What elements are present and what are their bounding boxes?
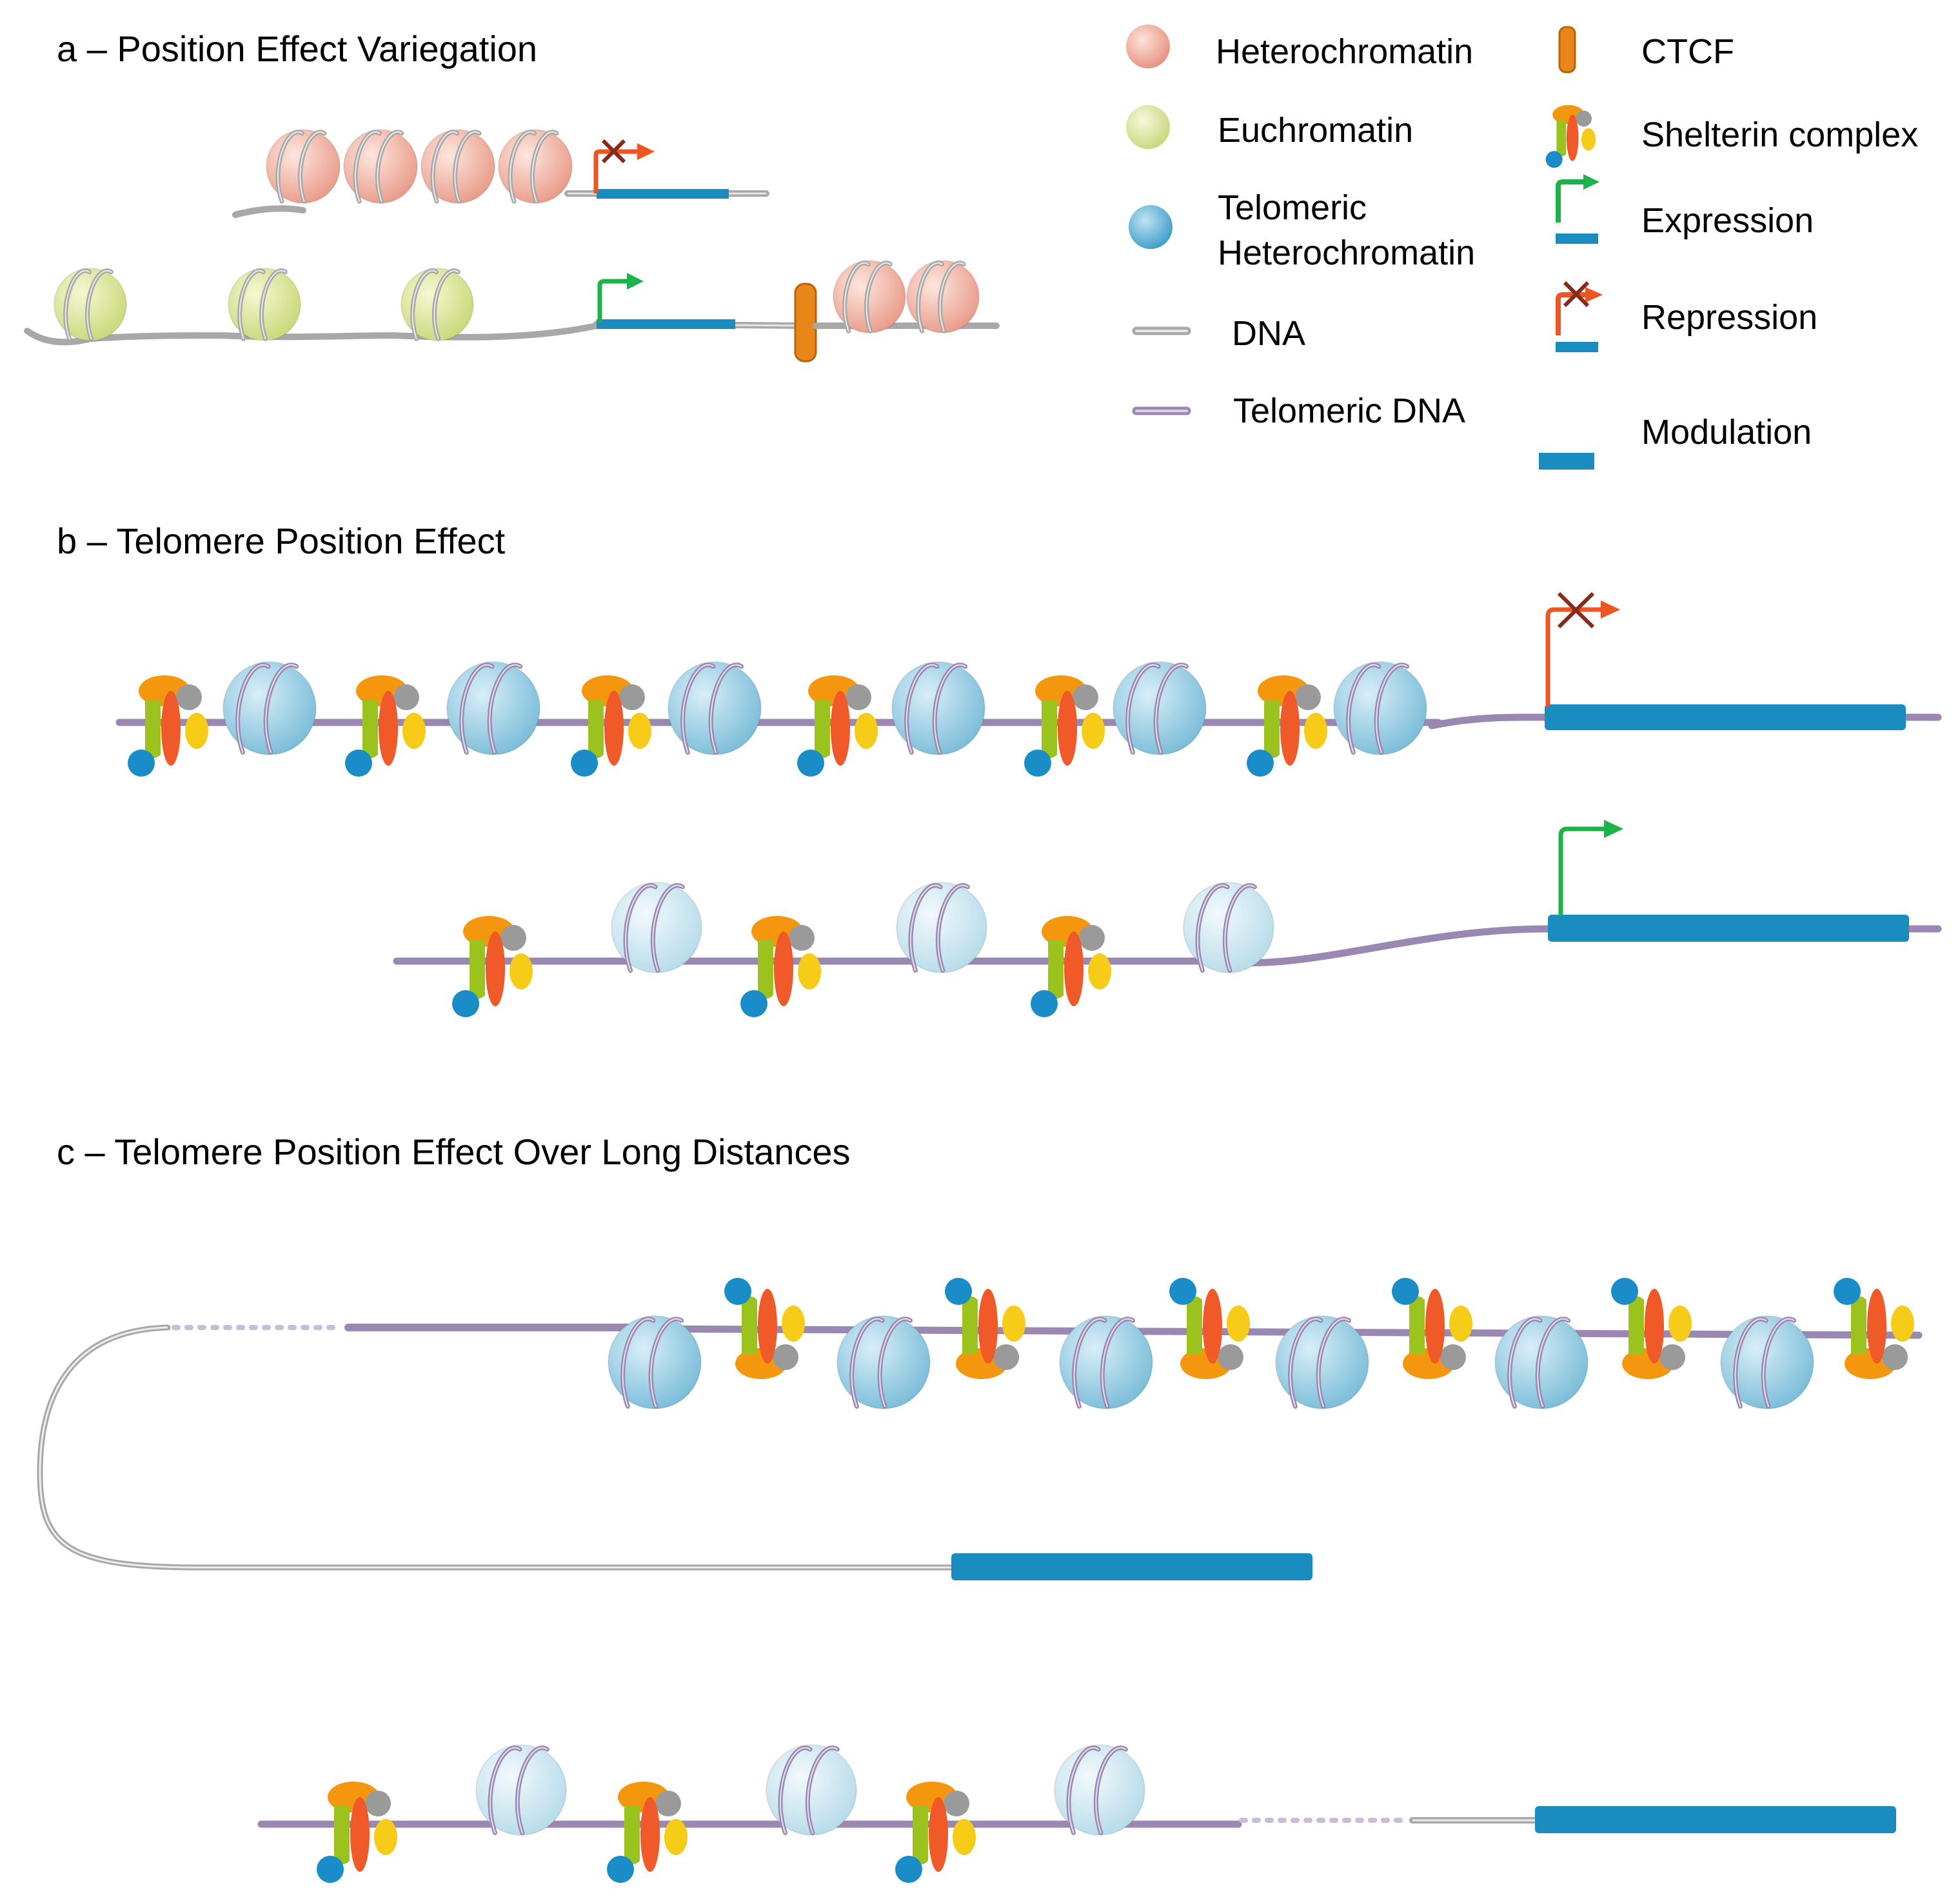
telomeric-nucleosome: [1720, 1315, 1814, 1409]
short-telomere-row: [393, 820, 1942, 1017]
shelterin-complex: [1611, 1278, 1692, 1379]
telomeric-nucleosome: [891, 661, 985, 755]
telomeric-nucleosome: [1054, 1744, 1145, 1836]
shelterin-complex: [895, 1782, 976, 1883]
telomeric-nucleosome: [766, 1744, 857, 1836]
expression-legend-swatch: [1556, 174, 1599, 244]
ctcf-legend-swatch: [1558, 26, 1576, 74]
heterochromatin-nucleosome: [343, 129, 418, 204]
shelterin-complex: [1031, 916, 1111, 1017]
shelterin-complex: [945, 1278, 1025, 1379]
shelterin-complex: [797, 675, 878, 777]
shelterin-complex: [1024, 675, 1105, 777]
euchromatin-nucleosome: [401, 268, 474, 341]
repression-legend-swatch: [1556, 281, 1603, 352]
telomeric-nucleosome: [668, 661, 762, 755]
legend: Heterochromatin Euchromatin Telomeric He…: [1126, 25, 1918, 470]
heterochromatin-nucleosome: [833, 260, 906, 333]
shelterin-complex: [724, 1278, 805, 1379]
repression-arrow-b: [1545, 592, 1620, 706]
silenced-gene: [597, 189, 729, 199]
telomeric-nucleosome: [1183, 882, 1274, 973]
legend-expression-label: Expression: [1641, 201, 1814, 240]
panel-b: [115, 592, 1942, 1017]
telomeric-nucleosome: [1275, 1315, 1369, 1409]
legend-shelterin-label: Shelterin complex: [1641, 115, 1918, 154]
telomeric-nucleosome: [896, 882, 987, 973]
distal-gene: [1535, 1806, 1896, 1833]
long-telomere-loop: [37, 1278, 1923, 1580]
heterochromatin-nucleosome: [498, 129, 573, 204]
legend-euchromatin-label: Euchromatin: [1218, 111, 1413, 150]
euchromatin-nucleosome: [228, 268, 301, 341]
telomeric-nucleosome: [1113, 661, 1207, 755]
expressed-gene: [597, 319, 735, 329]
legend-dna-label: DNA: [1232, 314, 1305, 353]
shelterin-complex: [607, 1782, 688, 1883]
panel-c: [37, 1278, 1923, 1883]
legend-ctcf-label: CTCF: [1641, 32, 1734, 71]
legend-telomeric-heterochromatin-label-1: Telomeric: [1218, 188, 1367, 227]
shelterin-complex: [1392, 1278, 1472, 1379]
panel-a-title: a – Position Effect Variegation: [57, 28, 537, 69]
legend-telomeric-dna-label: Telomeric DNA: [1233, 392, 1465, 430]
subtelomeric-gene-silenced: [1545, 704, 1906, 730]
shelterin-complex: [1834, 1278, 1914, 1379]
telomeric-nucleosome: [1333, 661, 1427, 755]
shelterin-icon: [1545, 104, 1596, 168]
shelterin-complex: [1247, 675, 1327, 777]
ctcf-insulator: [794, 283, 817, 363]
shelterin-complex: [317, 1782, 397, 1883]
heterochromatin-legend-swatch: [1126, 25, 1170, 68]
long-telomere-row: [115, 592, 1942, 777]
shelterin-complex: [1169, 1278, 1250, 1379]
panel-b-title: b – Telomere Position Effect: [57, 521, 506, 561]
expression-arrow-b: [1558, 820, 1623, 916]
shelterin-complex: [128, 675, 208, 777]
shelterin-complex-legend-swatch: [1545, 104, 1596, 168]
pev-row-silenced: [232, 129, 769, 218]
telomeric-nucleosome: [611, 882, 702, 973]
legend-telomeric-heterochromatin-label-2: Heterochromatin: [1218, 234, 1475, 272]
telomeric-nucleosome: [608, 1315, 702, 1409]
euchromatin-legend-swatch: [1126, 105, 1170, 149]
legend-modulation-label: Modulation: [1641, 413, 1812, 452]
heterochromatin-nucleosome: [421, 129, 495, 204]
shelterin-complex: [571, 675, 651, 777]
legend-repression-label: Repression: [1641, 298, 1817, 337]
panel-c-title: c – Telomere Position Effect Over Long D…: [57, 1131, 851, 1172]
shelterin-complex: [740, 916, 821, 1017]
heterochromatin-nucleosome: [906, 260, 980, 333]
telomeric-nucleosome: [1494, 1315, 1589, 1409]
shelterin-complex: [452, 916, 533, 1017]
short-telomere-row-c: [257, 1744, 1896, 1883]
legend-heterochromatin-label: Heterochromatin: [1216, 32, 1473, 71]
telomeric-nucleosome: [475, 1744, 567, 1836]
telomeric-nucleosome: [446, 661, 540, 755]
expression-arrow: [597, 273, 644, 323]
distal-gene-modulated: [951, 1553, 1312, 1580]
telomeric-heterochromatin-legend-swatch: [1129, 205, 1173, 249]
subtelomeric-gene-expressed: [1548, 915, 1909, 942]
telomeric-nucleosome: [1059, 1315, 1153, 1409]
pev-row-expressed: [24, 260, 1000, 363]
modulation-legend-swatch: [1539, 453, 1594, 470]
shelterin-complex: [345, 675, 426, 777]
panel-a: [24, 129, 1000, 363]
euchromatin-nucleosome: [54, 268, 127, 341]
repression-arrow: [593, 139, 655, 194]
telomeric-nucleosome: [223, 661, 317, 755]
heterochromatin-nucleosome: [266, 129, 341, 204]
telomeric-nucleosome: [836, 1315, 931, 1409]
